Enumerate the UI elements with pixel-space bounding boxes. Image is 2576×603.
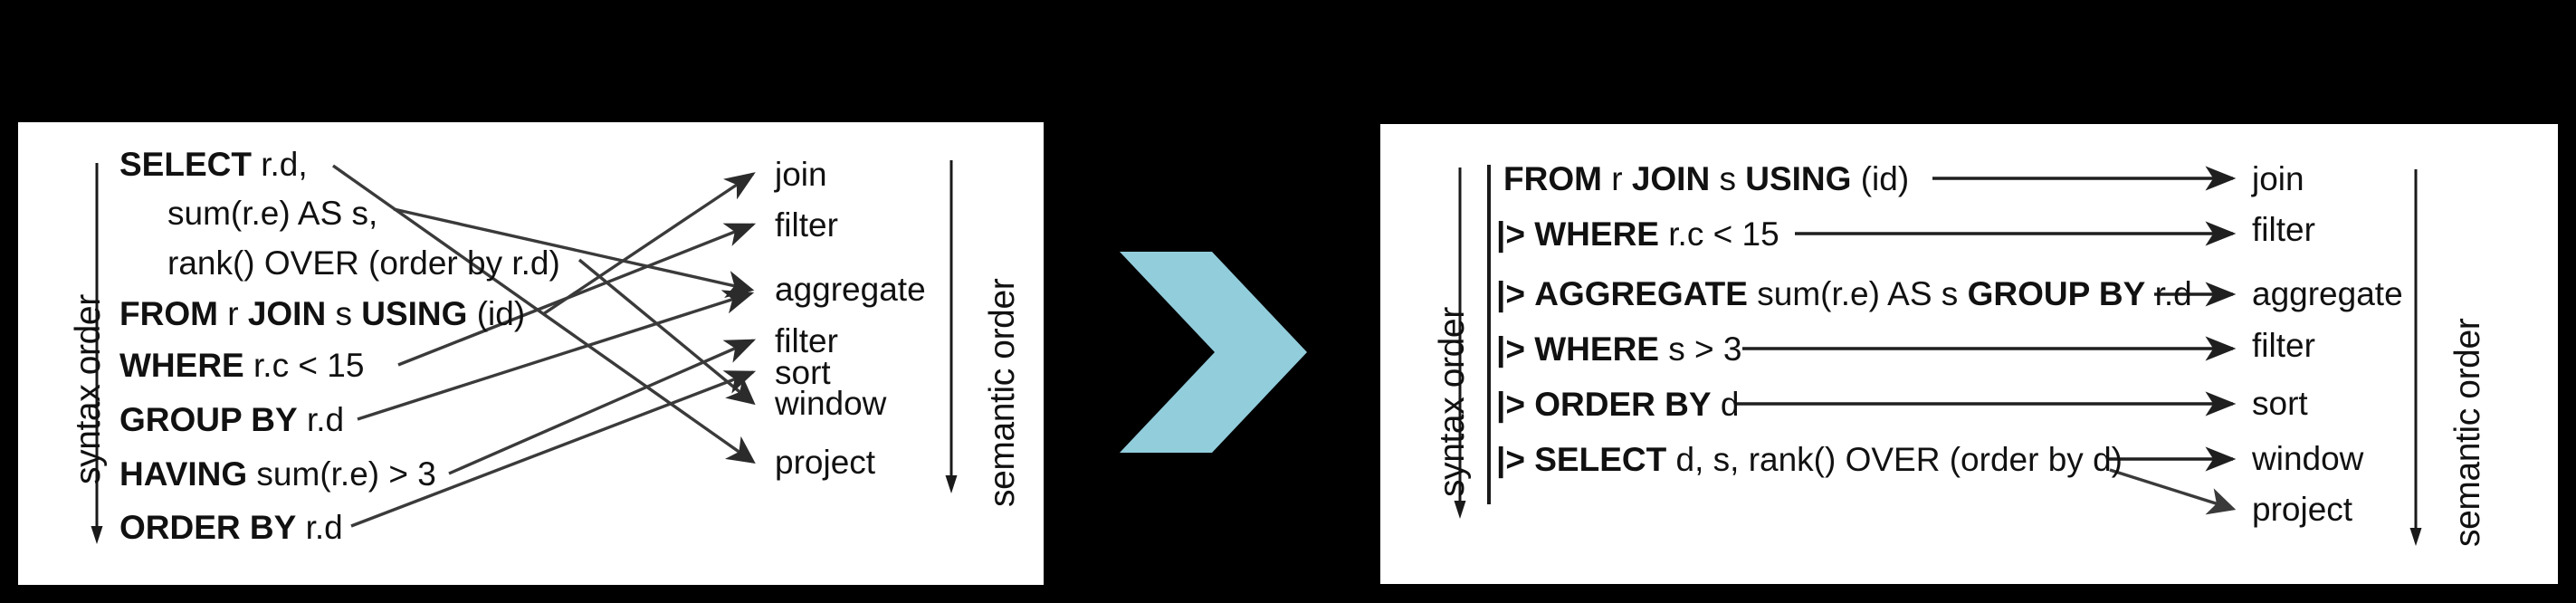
right-stage-join: join — [2252, 160, 2304, 197]
mapping-line-from-join — [542, 172, 756, 316]
left-clause-groupby: GROUP BY r.d — [119, 401, 345, 438]
right-clause-orderby: |> ORDER BY d — [1496, 386, 1740, 423]
right-stage-filter-1: filter — [2252, 211, 2315, 248]
mapping-line-select-project — [2109, 468, 2237, 515]
left-clause-orderby: ORDER BY r.d — [119, 509, 343, 546]
right-panel-graphics — [1454, 165, 2422, 546]
right-clause-aggregate: |> AGGREGATE sum(r.e) AS s GROUP BY r.d — [1496, 275, 2192, 312]
left-clause-select: SELECT r.d, — [119, 146, 308, 183]
left-clause-where: WHERE r.c < 15 — [119, 347, 365, 384]
left-stage-window: window — [775, 385, 887, 422]
left-panel-standard-sql: syntax order semantic order SELECT r.d, … — [18, 122, 1044, 585]
chevron-right-icon — [1120, 252, 1307, 453]
right-clause-select: |> SELECT d, s, rank() OVER (order by d) — [1496, 441, 2123, 478]
right-stage-filter-2: filter — [2252, 327, 2315, 364]
left-stage-project: project — [775, 444, 876, 481]
left-syntax-order-axis — [91, 163, 103, 544]
right-semantic-order-label: semantic order — [2448, 318, 2487, 547]
mapping-line-having-filter — [448, 339, 757, 475]
left-clause-select-rank: rank() OVER (order by r.d) — [167, 244, 560, 282]
right-semantic-order-axis — [2409, 169, 2422, 546]
left-stage-sort: sort — [775, 354, 831, 391]
left-stage-filter-1: filter — [775, 206, 838, 244]
mapping-line-orderby-sort — [350, 370, 757, 528]
left-clause-having: HAVING sum(r.e) > 3 — [119, 455, 436, 493]
mapping-line-where-filter — [397, 223, 757, 367]
left-clause-select-sum: sum(r.e) AS s, — [167, 195, 378, 232]
left-stage-filter-2: filter — [775, 322, 838, 359]
right-stage-sort: sort — [2252, 385, 2308, 422]
right-stage-window: window — [2252, 440, 2364, 477]
right-syntax-order-axis — [1454, 168, 1466, 519]
mapping-line-groupby-aggregate — [357, 290, 755, 421]
left-syntax-order-label: syntax order — [69, 294, 108, 484]
right-panel-pipe-sql: syntax order semantic order FROM r JOIN … — [1380, 124, 2558, 584]
left-clause-from: FROM r JOIN s USING (id) — [119, 295, 526, 332]
left-stage-aggregate: aggregate — [775, 271, 926, 308]
right-clause-where-2: |> WHERE s > 3 — [1496, 330, 1742, 368]
mapping-line-sum-aggregate — [393, 207, 755, 298]
right-stage-project: project — [2252, 491, 2353, 528]
right-syntax-order-label: syntax order — [1433, 307, 1472, 497]
left-semantic-order-axis — [945, 160, 958, 493]
left-stage-join: join — [775, 156, 827, 193]
left-panel-graphics — [91, 160, 958, 544]
left-semantic-order-label: semantic order — [983, 278, 1022, 507]
right-stage-aggregate: aggregate — [2252, 275, 2403, 312]
right-clause-where-1: |> WHERE r.c < 15 — [1496, 215, 1779, 253]
right-clause-from: FROM r JOIN s USING (id) — [1503, 160, 1910, 197]
